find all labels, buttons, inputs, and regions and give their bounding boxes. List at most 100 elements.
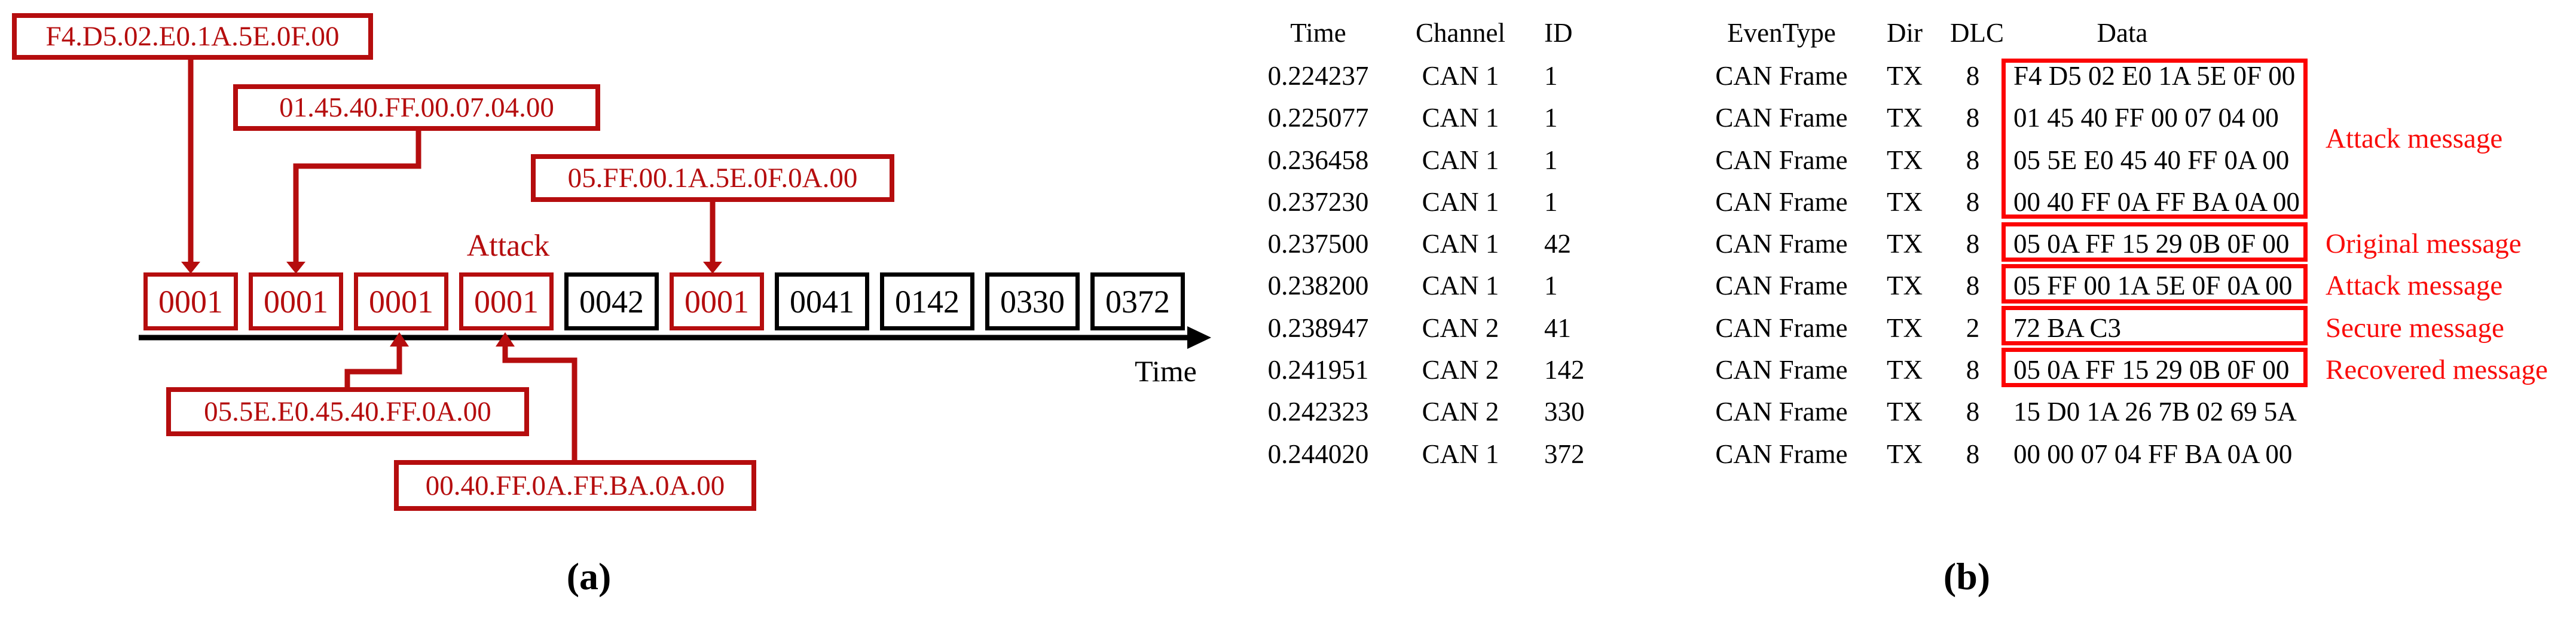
cell-id: 142 bbox=[1544, 355, 1585, 385]
time-axis-label: Time bbox=[1135, 354, 1197, 388]
attack-arrow-2 bbox=[286, 130, 421, 274]
cell-dir: TX bbox=[1887, 313, 1923, 343]
annotation-secure-message: Secure message bbox=[2326, 312, 2504, 344]
frame-id: 0001 bbox=[685, 283, 749, 320]
cell-channel: CAN 2 bbox=[1422, 313, 1499, 343]
timeline-frame-box: 0330 bbox=[985, 272, 1080, 330]
table-row: 0.225077 CAN 1 1 CAN Frame TX 8 01 45 40… bbox=[0, 101, 2576, 134]
cell-eventype: CAN Frame bbox=[1715, 439, 1848, 469]
cell-eventype: CAN Frame bbox=[1715, 271, 1848, 301]
cell-channel: CAN 1 bbox=[1422, 61, 1499, 91]
cell-id: 1 bbox=[1544, 103, 1558, 133]
table-row: 0.236458 CAN 1 1 CAN Frame TX 8 05 5E E0… bbox=[0, 143, 2576, 177]
timeline-frame-box: 0001 bbox=[354, 272, 448, 330]
cell-eventype: CAN Frame bbox=[1715, 229, 1848, 259]
cell-dir: TX bbox=[1887, 187, 1923, 217]
timeline-frame-box: 0001 bbox=[459, 272, 554, 330]
cell-id: 1 bbox=[1544, 271, 1558, 301]
header-dlc: DLC bbox=[1950, 18, 2004, 48]
cell-eventype: CAN Frame bbox=[1715, 145, 1848, 175]
cell-time: 0.237500 bbox=[1267, 229, 1369, 259]
cell-id: 42 bbox=[1544, 229, 1571, 259]
callout-text: 05.5E.E0.45.40.FF.0A.00 bbox=[204, 396, 491, 427]
table-row: 0.237500 CAN 1 42 CAN Frame TX 8 05 0A F… bbox=[0, 227, 2576, 261]
cell-channel: CAN 1 bbox=[1422, 229, 1499, 259]
table-header-row: Time Channel ID EvenType Dir DLC Data bbox=[0, 16, 2576, 50]
cell-dlc: 8 bbox=[1966, 229, 1980, 259]
cell-channel: CAN 1 bbox=[1422, 145, 1499, 175]
cell-time: 0.242323 bbox=[1267, 397, 1369, 427]
cell-data: 01 45 40 FF 00 07 04 00 bbox=[2013, 103, 2279, 133]
frame-id: 0042 bbox=[579, 283, 644, 320]
cell-channel: CAN 2 bbox=[1422, 397, 1499, 427]
cell-dir: TX bbox=[1887, 355, 1923, 385]
callout-connector-4 bbox=[344, 332, 409, 387]
frame-id: 0001 bbox=[264, 283, 328, 320]
cell-channel: CAN 1 bbox=[1422, 103, 1499, 133]
cell-data: 05 0A FF 15 29 0B 0F 00 bbox=[2013, 229, 2290, 259]
annotation-recovered-message: Recovered message bbox=[2326, 354, 2548, 385]
timeline-frame-box: 0001 bbox=[143, 272, 238, 330]
timeline-frame-box: 0042 bbox=[564, 272, 659, 330]
frame-id: 0001 bbox=[474, 283, 539, 320]
cell-time: 0.244020 bbox=[1267, 439, 1369, 469]
cell-dir: TX bbox=[1887, 271, 1923, 301]
caption-b: (b) bbox=[1943, 555, 1991, 597]
table-row: 0.238947 CAN 2 41 CAN Frame TX 2 72 BA C… bbox=[0, 311, 2576, 345]
cell-dlc: 8 bbox=[1966, 187, 1980, 217]
cell-eventype: CAN Frame bbox=[1715, 397, 1848, 427]
header-dir: Dir bbox=[1887, 18, 1923, 48]
cell-time: 0.237230 bbox=[1267, 187, 1369, 217]
callout-attack-payload-1: F4.D5.02.E0.1A.5E.0F.00 bbox=[12, 13, 373, 60]
cell-data: 00 40 FF 0A FF BA 0A 00 bbox=[2013, 187, 2300, 217]
cell-dlc: 8 bbox=[1966, 439, 1980, 469]
callout-text: 05.FF.00.1A.5E.0F.0A.00 bbox=[567, 163, 858, 194]
cell-channel: CAN 1 bbox=[1422, 439, 1499, 469]
cell-time: 0.241951 bbox=[1267, 355, 1369, 385]
cell-data: 15 D0 1A 26 7B 02 69 5A bbox=[2013, 397, 2297, 427]
frame-id: 0001 bbox=[158, 283, 223, 320]
cell-time: 0.238947 bbox=[1267, 313, 1369, 343]
header-id: ID bbox=[1544, 18, 1573, 48]
cell-data: 05 FF 00 1A 5E 0F 0A 00 bbox=[2013, 271, 2293, 301]
cell-dir: TX bbox=[1887, 145, 1923, 175]
annotation-attack-message-2: Attack message bbox=[2326, 270, 2503, 301]
cell-dlc: 8 bbox=[1966, 397, 1980, 427]
cell-id: 41 bbox=[1544, 313, 1571, 343]
callout-attack-payload-2: 01.45.40.FF.00.07.04.00 bbox=[233, 84, 600, 131]
timeline-frame-box: 0041 bbox=[775, 272, 869, 330]
cell-data: 00 00 07 04 FF BA 0A 00 bbox=[2013, 439, 2293, 469]
cell-time: 0.224237 bbox=[1267, 61, 1369, 91]
cell-eventype: CAN Frame bbox=[1715, 103, 1848, 133]
cell-id: 1 bbox=[1544, 187, 1558, 217]
callout-connector-5 bbox=[496, 332, 577, 460]
timeline-frame-box: 0001 bbox=[670, 272, 764, 330]
table-row: 0.224237 CAN 1 1 CAN Frame TX 8 F4 D5 02… bbox=[0, 59, 2576, 93]
callout-attack-payload-5: 00.40.FF.0A.FF.BA.0A.00 bbox=[394, 460, 756, 511]
annotation-attack-message: Attack message bbox=[2326, 123, 2503, 154]
cell-dlc: 8 bbox=[1966, 61, 1980, 91]
header-data: Data bbox=[2097, 18, 2148, 48]
callout-text: F4.D5.02.E0.1A.5E.0F.00 bbox=[45, 21, 340, 52]
cell-time: 0.238200 bbox=[1267, 271, 1369, 301]
cell-dlc: 8 bbox=[1966, 145, 1980, 175]
cell-dlc: 8 bbox=[1966, 355, 1980, 385]
timeline-frame-box: 0372 bbox=[1090, 272, 1185, 330]
cell-dir: TX bbox=[1887, 229, 1923, 259]
attack-arrow-1 bbox=[181, 59, 200, 274]
cell-dir: TX bbox=[1887, 397, 1923, 427]
cell-data: 05 0A FF 15 29 0B 0F 00 bbox=[2013, 355, 2290, 385]
cell-eventype: CAN Frame bbox=[1715, 61, 1848, 91]
header-time: Time bbox=[1290, 18, 1346, 48]
frame-id: 0372 bbox=[1105, 283, 1170, 320]
cell-id: 1 bbox=[1544, 145, 1558, 175]
cell-channel: CAN 1 bbox=[1422, 187, 1499, 217]
cell-dlc: 8 bbox=[1966, 103, 1980, 133]
timeline-connectors bbox=[139, 59, 1211, 460]
frame-id: 0330 bbox=[1000, 283, 1065, 320]
attack-label: Attack bbox=[466, 229, 550, 263]
table-row: 0.244020 CAN 1 372 CAN Frame TX 8 00 00 … bbox=[0, 437, 2576, 471]
table-row: 0.237230 CAN 1 1 CAN Frame TX 8 00 40 FF… bbox=[0, 185, 2576, 219]
table-row: 0.242323 CAN 2 330 CAN Frame TX 8 15 D0 … bbox=[0, 395, 2576, 428]
